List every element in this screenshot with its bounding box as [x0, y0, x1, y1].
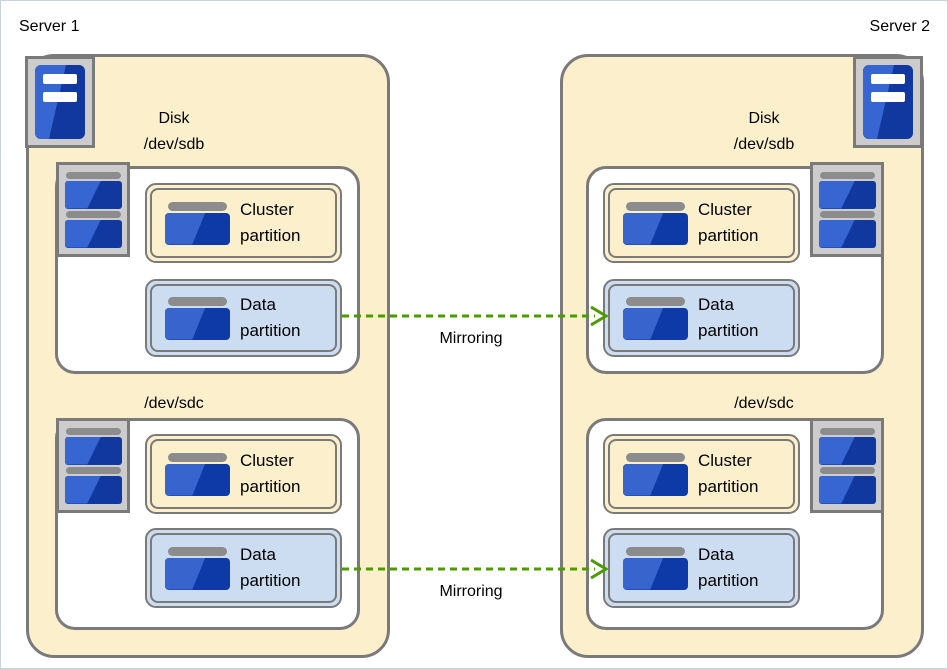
disk-icon: [623, 201, 688, 245]
server2-sdb-cluster-partition: Cluster partition: [603, 183, 800, 263]
partition-label: Cluster partition: [240, 451, 301, 496]
server1-sdb-disk-stack-icon: [56, 162, 130, 257]
server2-disk-sdb-title: Disk /dev/sdb: [733, 110, 795, 153]
server1-sdb-cluster-partition: Cluster partition: [145, 183, 342, 263]
server1-sdb-data-partition: Data partition: [145, 279, 342, 357]
server1-server-icon: [25, 56, 95, 148]
server2-label: Server 2: [869, 18, 930, 35]
server-tower-icon: [35, 65, 85, 139]
server2-sdb-data-partition: Data partition: [603, 279, 800, 357]
disk-icon: [623, 452, 688, 496]
server1-label: Server 1: [19, 18, 80, 35]
disk-icon: [623, 546, 688, 590]
disk-icon: [165, 546, 230, 590]
server2-sdc-disk-stack-icon: [810, 418, 884, 513]
disk-icon: [165, 296, 230, 340]
partition-label: Cluster partition: [240, 200, 301, 245]
partition-label: Cluster partition: [698, 200, 759, 245]
server1-sdc-disk-stack-icon: [56, 418, 130, 513]
server2-sdc-cluster-partition: Cluster partition: [603, 434, 800, 514]
server1-sdc-data-partition: Data partition: [145, 528, 342, 608]
server2-sdb-disk-stack-icon: [810, 162, 884, 257]
partition-label: Data partition: [240, 545, 301, 590]
partition-label: Data partition: [698, 295, 759, 340]
server2-server-icon: [853, 56, 923, 148]
server2-sdc-data-partition: Data partition: [603, 528, 800, 608]
mirroring-label-top: Mirroring: [439, 330, 503, 347]
disk-icon: [165, 201, 230, 245]
partition-label: Data partition: [698, 545, 759, 590]
server1-disk-sdb-title: Disk /dev/sdb: [143, 110, 205, 153]
mirroring-arrow-bottom: [342, 558, 609, 580]
server1-disk-sdc-title: /dev/sdc: [144, 395, 204, 412]
partition-label: Data partition: [240, 295, 301, 340]
disk-icon: [165, 452, 230, 496]
disk-icon: [623, 296, 688, 340]
server2-disk-sdc-title: /dev/sdc: [734, 395, 794, 412]
server-tower-icon: [863, 65, 913, 139]
partition-label: Cluster partition: [698, 451, 759, 496]
server1-sdc-cluster-partition: Cluster partition: [145, 434, 342, 514]
mirroring-label-bottom: Mirroring: [439, 583, 503, 600]
mirroring-arrow-top: [342, 305, 609, 327]
